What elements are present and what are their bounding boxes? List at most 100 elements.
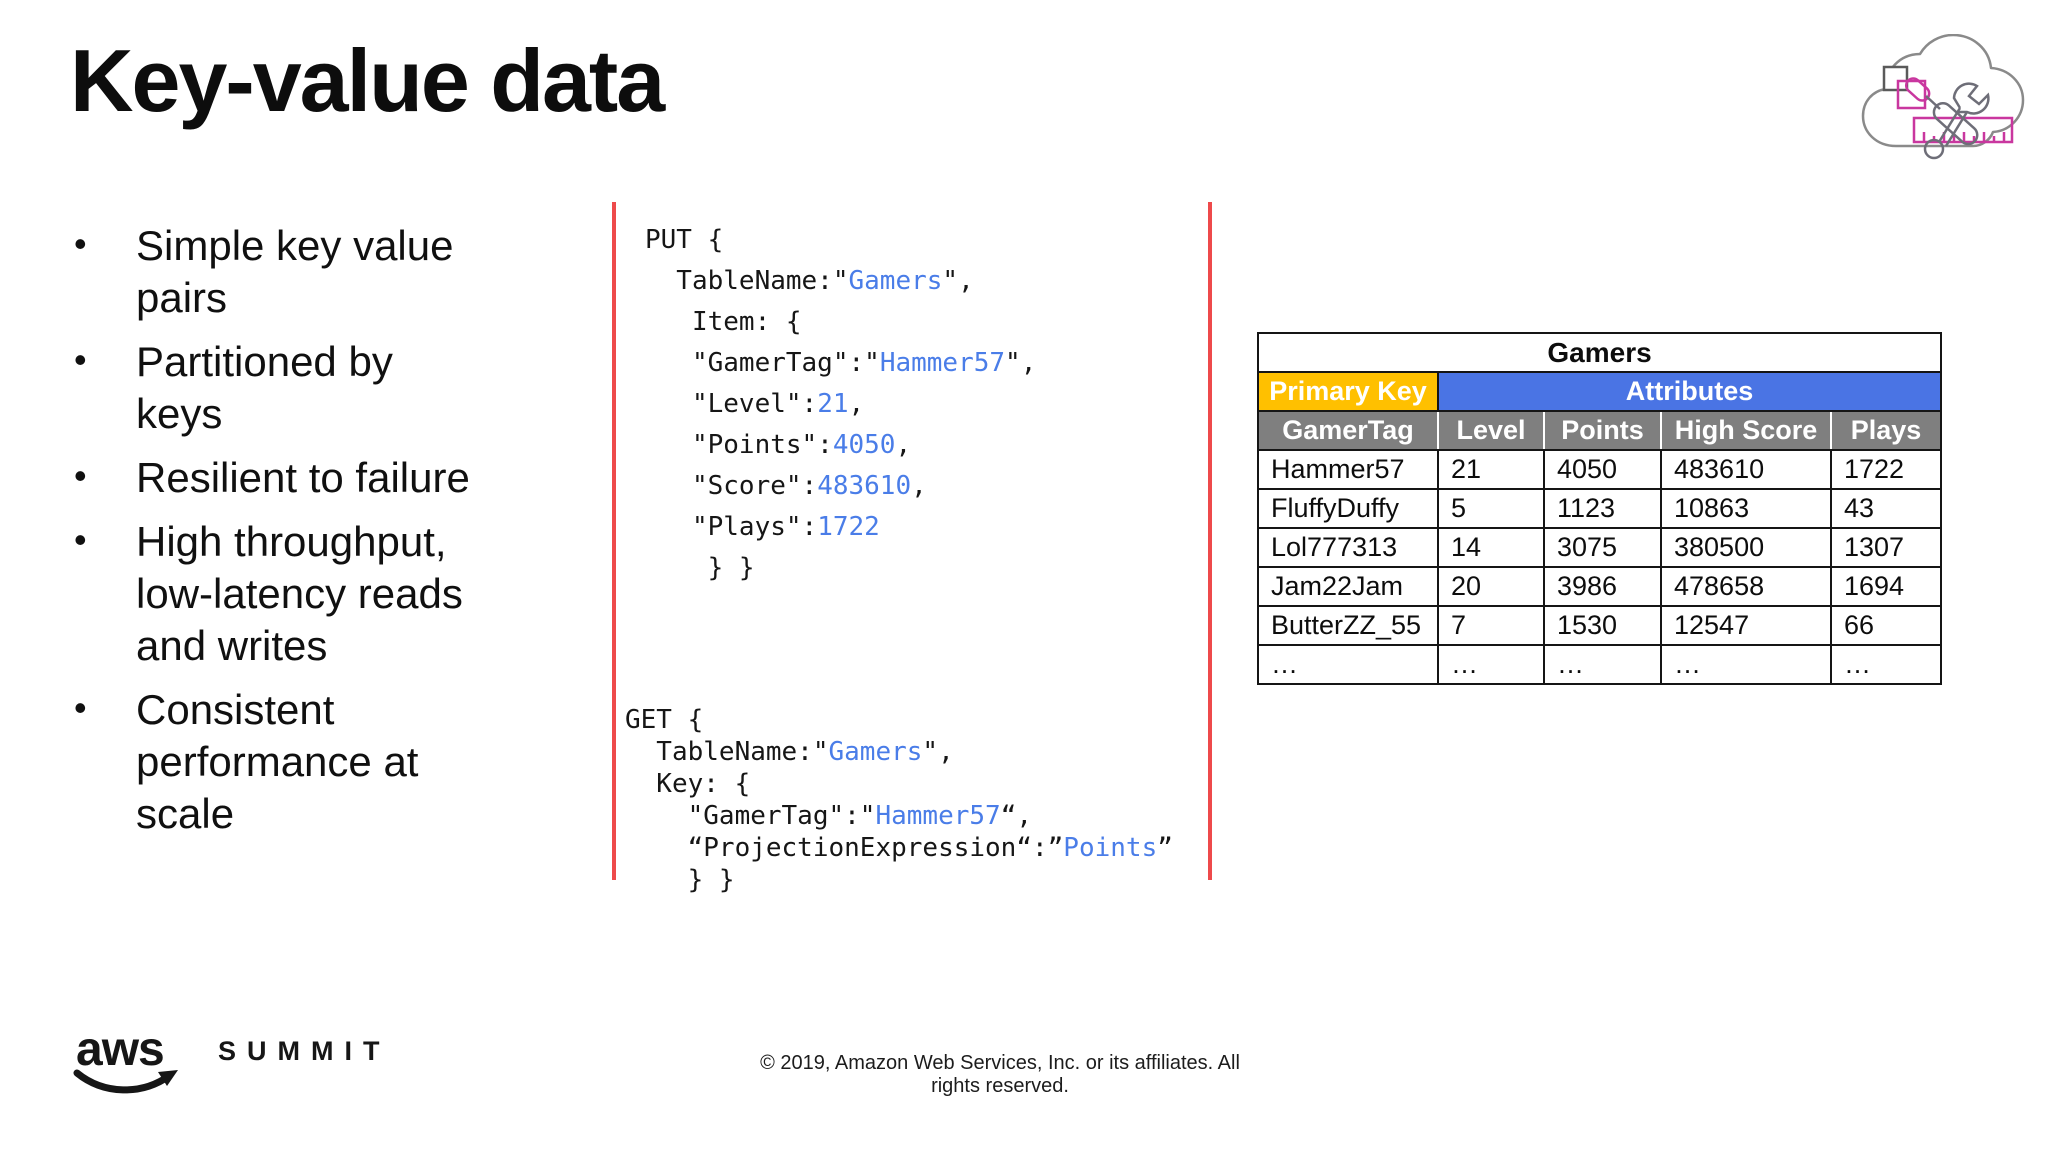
column-header-cell: Points [1543,410,1662,451]
screwdriver [1904,77,1979,146]
code-line: GET { [625,704,1173,736]
table-cell: 3075 [1543,527,1662,568]
column-header-cell: Level [1437,410,1545,451]
summit-logo-text: SUMMIT [218,1036,391,1066]
bullet-list: Simple key value pairsPartitioned by key… [72,218,472,852]
table-cell: … [1437,644,1545,685]
code-value: Gamers [828,737,923,767]
table-cell: … [1829,644,1943,685]
code-text: } } [645,553,755,583]
code-value: Points [1063,833,1158,863]
cloud-devtools-icon [1856,33,2031,169]
table-cell: 43 [1829,488,1943,529]
code-value: 483610 [817,471,912,501]
aws-logo: aws [73,1023,188,1098]
code-line: "GamerTag":"Hammer57“, [625,800,1173,832]
copyright-text: © 2019, Amazon Web Services, Inc. or its… [760,1052,1240,1097]
table-cell: 1722 [1829,449,1943,490]
table-cell: 1307 [1829,527,1943,568]
code-text: , [848,389,865,419]
cloud-outline [1861,33,2025,148]
put-code-block: PUT { TableName:"Gamers", Item: { "Gamer… [645,220,1036,589]
code-line: TableName:"Gamers", [645,261,1036,302]
bullet-item: Consistent performance at scale [72,682,472,840]
code-line: "Score":483610, [645,466,1036,507]
code-text: ", [922,737,954,767]
code-value: 4050 [832,430,896,460]
code-line: Key: { [625,768,1173,800]
aws-smile-arrow-icon [73,1069,178,1094]
table-cell: 478658 [1660,566,1832,607]
table-title-row: Gamers [1256,332,1943,373]
table-cell: Jam22Jam [1257,566,1439,607]
table-row: …………… [1257,644,1943,685]
code-line: } } [625,864,1173,896]
code-text: "Plays": [645,512,818,542]
aws-summit-logo: aws SUMMIT [73,1023,391,1098]
code-text: "Points": [645,430,833,460]
bullet-item: High throughput, low-latency reads and w… [72,514,472,672]
code-value: 1722 [817,512,880,542]
left-red-divider [612,202,616,880]
primary-key-header: Primary Key [1257,371,1439,412]
table-cell: … [1543,644,1662,685]
code-text: “, [1000,801,1032,831]
ruler [1912,116,2014,144]
table-cell: 10863 [1660,488,1832,529]
page-title: Key-value data [70,31,665,130]
aws-logo-text: aws [76,1023,165,1076]
code-value: Hammer57 [875,801,1001,831]
table-cell: 3986 [1543,566,1662,607]
table-title-cell: Gamers [1256,332,1943,373]
right-red-divider [1208,202,1212,880]
table-cell: 380500 [1660,527,1832,568]
table-cell: 7 [1437,605,1545,646]
table-cell: Lol777313 [1257,527,1439,568]
gray-square [1882,65,1909,92]
table-cell: 483610 [1660,449,1832,490]
table-cell: 1530 [1543,605,1662,646]
get-code-block: GET { TableName:"Gamers", Key: { "GamerT… [625,704,1173,896]
code-text: "Level": [645,389,818,419]
pink-square [1896,79,1927,110]
table-cell: 5 [1437,488,1545,529]
code-value: 21 [817,389,849,419]
attributes-header: Attributes [1436,371,1943,412]
table-cell: 12547 [1660,605,1832,646]
bullet-item: Resilient to failure [72,450,472,504]
code-line: "Level":21, [645,384,1036,425]
code-value: Gamers [848,266,943,296]
code-line: PUT { [645,220,1036,261]
code-line: } } [645,548,1036,589]
table-cell: ButterZZ_55 [1257,605,1439,646]
code-text: ", [942,266,974,296]
code-text: "GamerTag":" [645,348,880,378]
code-text: Item: { [645,307,802,337]
code-text: GET { [625,705,704,735]
wrench [1923,82,1990,160]
bullet-item: Partitioned by keys [72,334,472,440]
table-cell: 66 [1829,605,1943,646]
table-cell: … [1660,644,1832,685]
table-cell: Hammer57 [1257,449,1439,490]
code-text: “ProjectionExpression“:” [625,833,1064,863]
table-cell: 20 [1437,566,1545,607]
column-header-cell: High Score [1660,410,1832,451]
code-text: } } [625,865,735,895]
code-line: TableName:"Gamers", [625,736,1173,768]
code-text: TableName:" [645,266,849,296]
code-text: , [895,430,912,460]
code-text: Key: { [625,769,751,799]
table-cell: 14 [1437,527,1545,568]
code-text: PUT { [645,225,724,255]
table-cell: 1694 [1829,566,1943,607]
table-cell: … [1257,644,1439,685]
